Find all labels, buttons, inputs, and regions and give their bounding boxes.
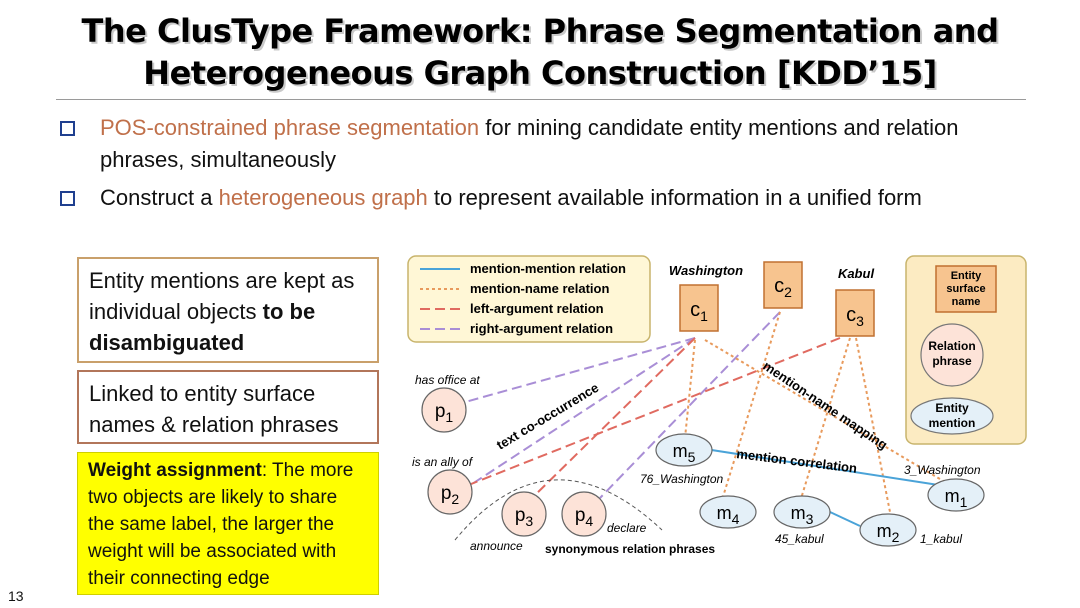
node-p2 [427,469,473,515]
node-m5 [655,433,713,467]
box-text: Linked to entity surface names & relatio… [89,381,339,437]
bullet-rest: for mining candidate entity mentions and… [100,115,959,172]
edge-mention-name [799,337,851,503]
key-label: Entity [935,401,969,415]
node-m3 [773,495,831,529]
label-1-kabul: 1_kabul [920,532,962,546]
box-text: Entity mentions are kept as individual o… [89,268,355,324]
key-label: surface [946,283,985,295]
label-synonymous: synonymous relation phrases [545,542,715,556]
key-label: Relation [928,339,975,353]
checkbox-bullet-icon [60,121,75,136]
edge-mention-mention [704,448,946,487]
key-entity-surface-name [935,265,997,313]
edge-right-argument [465,337,696,489]
slide-number: 13 [8,588,24,604]
key-label: phrase [932,354,972,368]
entity-mentions-box: Entity mentions are kept as individual o… [77,257,379,363]
box-bold: Weight assignment [88,460,262,481]
label-has-office-at: has office at [415,373,480,387]
edge-left-argument [529,337,696,501]
linked-box: Linked to entity surface names & relatio… [77,370,379,444]
label-mention-name-mapping: mention-name mapping [760,358,890,452]
legend-label: mention-mention relation [470,261,626,276]
key-entity-mention [910,397,994,435]
label-announce: announce [470,539,523,553]
node-p3 [501,491,547,537]
box-text: : The more two objects are likely to sha… [88,460,354,589]
checkbox-bullet-icon [60,191,75,206]
node-p4 [561,491,607,537]
node-m2 [859,513,917,547]
weight-assignment-box: Weight assignment: The more two objects … [77,452,379,595]
label-mention-correlation: mention correlation [736,446,858,476]
box-bold: to be disambiguated [89,299,316,355]
bullet-text: Construct a heterogeneous graph to repre… [100,182,1020,214]
label-is-an-ally-of: is an ally of [412,455,474,469]
label-washington: Washington [669,263,743,278]
node-c3 [835,289,875,337]
bullet-text: POS-constrained phrase segmentation for … [100,112,1020,176]
bullet-highlight: heterogeneous graph [218,185,428,210]
node-m4 [699,495,757,529]
label-declare: declare [607,521,647,535]
label-3-washington: 3_Washington [904,463,981,477]
legend-label: left-argument relation [470,301,604,316]
edge-right-argument [457,337,696,405]
key-label: name [952,296,981,308]
legend-label: mention-name relation [470,281,609,296]
title-divider [56,99,1026,100]
edge-left-argument [465,337,841,487]
synonymous-arc [454,479,663,541]
node-p1 [421,387,467,433]
bullet-pre: Construct a [100,185,219,210]
edge-right-argument [599,311,781,499]
slide-title-line-2: Heterogeneous Graph Construction [KDD’15… [143,54,937,92]
edge-mention-name [704,339,946,483]
legend-label: right-argument relation [470,321,613,336]
node-m1 [927,478,985,512]
bullet-highlight: POS-constrained phrase segmentation [100,115,480,140]
key-label: mention [929,416,976,430]
slide-title-line-1: The ClusType Framework: Phrase Segmentat… [81,12,999,50]
label-76-washington: 76_Washington [640,472,724,486]
label-kabul: Kabul [838,266,875,281]
node-c1 [679,284,719,332]
label-text-cooccurrence: text co-occurrence [494,380,601,453]
edge-mention-name [721,311,781,501]
legend-box [407,255,651,343]
key-relation-phrase [920,323,984,387]
heterogeneous-graph-diagram: mention-mention relation mention-name re… [407,255,1027,556]
label-45-kabul: 45_kabul [775,532,824,546]
key-label: Entity [951,270,982,282]
node-c2 [763,261,803,309]
edge-mention-mention [829,511,861,527]
bullet-rest: to represent available information in a … [427,185,922,210]
edge-mention-name [684,339,696,439]
